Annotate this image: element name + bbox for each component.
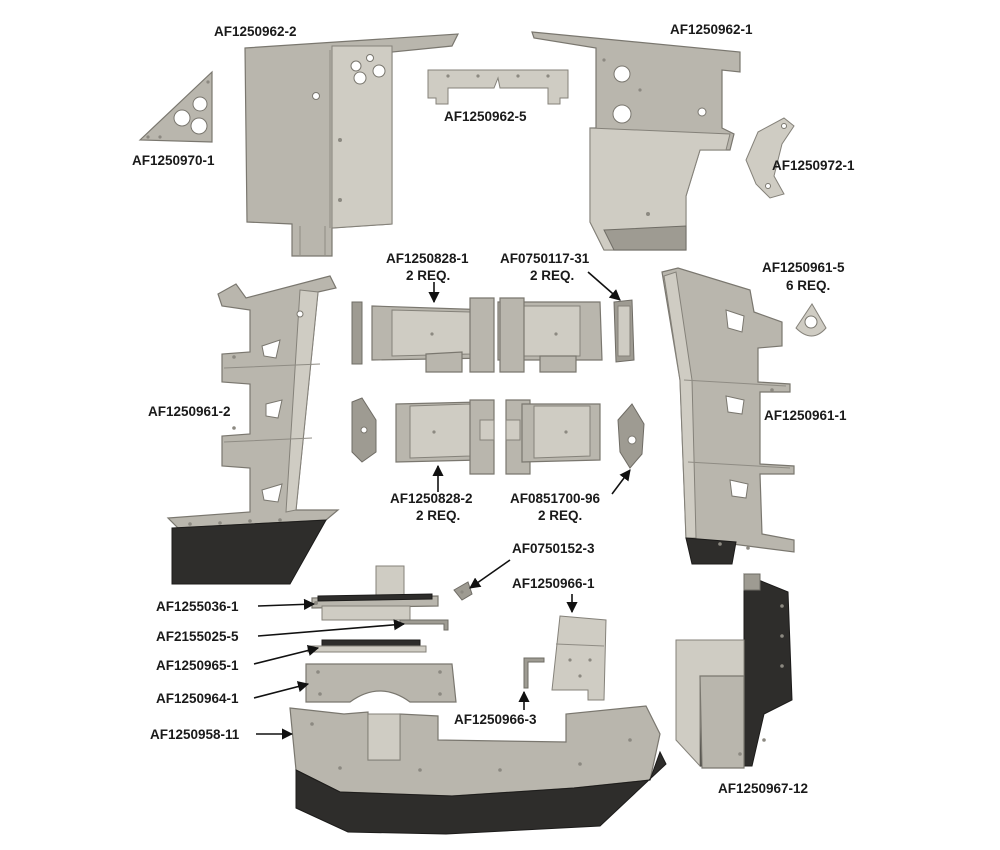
label-af1250962-2: AF1250962-2 <box>214 24 297 39</box>
label-af0851700-96-req: 2 REQ. <box>538 508 582 523</box>
arrows <box>253 271 631 740</box>
arrow-af0750152-3 <box>469 559 511 589</box>
label-af1250961-1: AF1250961-1 <box>764 408 847 423</box>
label-af1250966-1: AF1250966-1 <box>512 576 595 591</box>
part-af1250966-1 <box>551 615 607 701</box>
part-af1250961-2 <box>166 275 340 585</box>
part-af1250828-1 <box>351 297 495 373</box>
label-af1250961-2: AF1250961-2 <box>148 404 231 419</box>
label-af1255036-1: AF1255036-1 <box>156 599 239 614</box>
part-af1250961-5 <box>795 303 827 337</box>
label-af1250970-1: AF1250970-1 <box>132 153 215 168</box>
part-af1250966-3 <box>523 657 545 689</box>
arrow-af2155025-5 <box>257 619 406 637</box>
part-af1250828-2-b <box>505 399 601 475</box>
label-af0851700-96: AF0851700-96 <box>510 491 601 506</box>
arrow-af0750117-31 <box>587 271 621 301</box>
label-af1250972-1: AF1250972-1 <box>772 158 855 173</box>
part-af1250967-12 <box>675 573 793 769</box>
label-af1250828-2: AF1250828-2 <box>390 491 473 506</box>
part-af1250970-1 <box>138 70 213 143</box>
label-af1250828-2-req: 2 REQ. <box>416 508 460 523</box>
part-af1250828-1-b <box>497 297 603 373</box>
part-af0851700-96 <box>617 403 645 469</box>
label-af0750117-31: AF0750117-31 <box>500 251 590 266</box>
arrow-af1255036-1 <box>257 598 316 610</box>
label-af0750117-31-req: 2 REQ. <box>530 268 574 283</box>
arrow-af1250965-1 <box>253 645 320 665</box>
arrow-af0851700-96 <box>611 469 631 495</box>
part-af1250965-1 <box>307 639 427 653</box>
label-af1250828-1: AF1250828-1 <box>386 251 469 266</box>
label-af1250828-1-req: 2 REQ. <box>406 268 450 283</box>
label-af1250965-1: AF1250965-1 <box>156 658 239 673</box>
part-af1250962-1 <box>531 31 741 251</box>
label-af1250958-11: AF1250958-11 <box>150 727 240 742</box>
label-af1250966-3: AF1250966-3 <box>454 712 537 727</box>
label-af1250961-5: AF1250961-5 <box>762 260 845 275</box>
label-af1250962-5: AF1250962-5 <box>444 109 527 124</box>
part-af0750117-31 <box>613 299 635 363</box>
part-af1250972-1 <box>745 117 795 199</box>
labels: AF1250962-2 AF1250962-1 AF1250962-5 AF12… <box>132 22 855 796</box>
part-af1250961-1 <box>661 267 795 565</box>
part-af1250962-2 <box>244 33 460 257</box>
part-af2155025-5 <box>399 619 449 631</box>
part-af1250962-5 <box>427 69 569 105</box>
part-af1250964-1 <box>305 663 457 703</box>
part-af1250828-2 <box>351 397 495 475</box>
label-af1250967-12: AF1250967-12 <box>718 781 808 796</box>
label-af1250961-5-req: 6 REQ. <box>786 278 830 293</box>
part-af0750152-3 <box>453 581 473 601</box>
label-af0750152-3: AF0750152-3 <box>512 541 595 556</box>
label-af1250964-1: AF1250964-1 <box>156 691 239 706</box>
part-af1250958-11 <box>289 705 667 835</box>
arrow-af1250964-1 <box>253 681 310 699</box>
label-af1250962-1: AF1250962-1 <box>670 22 753 37</box>
label-af2155025-5: AF2155025-5 <box>156 629 239 644</box>
part-af1255036-1 <box>311 565 439 621</box>
